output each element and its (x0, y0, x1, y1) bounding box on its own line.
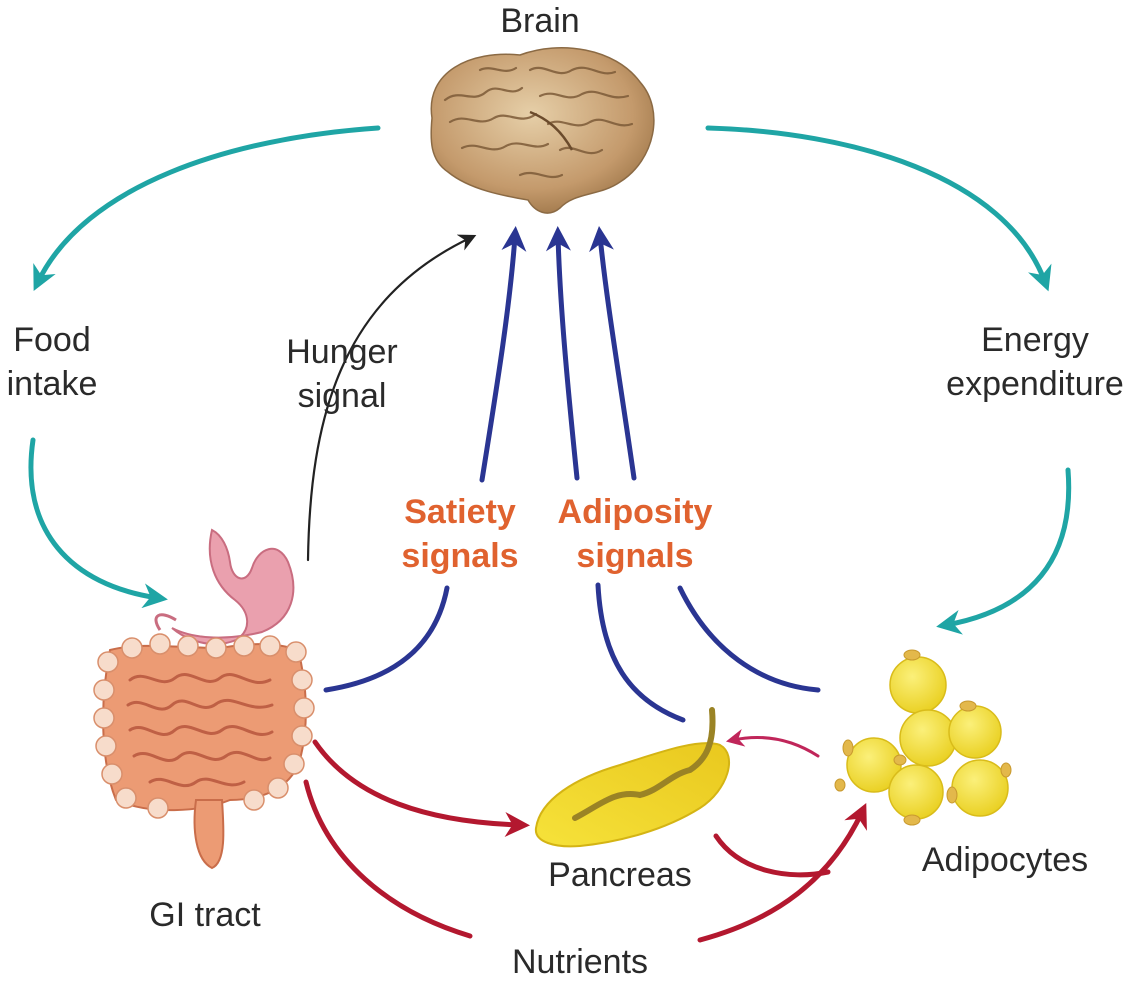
stomach-illustration (171, 528, 295, 645)
arrow-food-to-gi (28, 437, 168, 609)
hunger-signal-arrow (306, 234, 477, 562)
gi-tract-label: GI tract (149, 896, 261, 934)
adiposity-arrow-left-lower (595, 582, 686, 723)
pancreas-illustration (534, 707, 730, 848)
gi-tract-illustration (93, 528, 315, 870)
adiposity-arrow-right-upper (589, 226, 637, 481)
arrow-adipocytes-to-pancreas (725, 729, 820, 758)
satiety-signals-label: Satiety signals (380, 490, 540, 578)
satiety-line2: signals (401, 537, 519, 575)
brain-illustration (430, 47, 655, 214)
hunger-signal-label: Hunger signal (272, 330, 412, 418)
arrow-energy-to-adipocytes (936, 467, 1072, 635)
hunger-line2: signal (297, 377, 387, 415)
food-intake-line1: Food (13, 321, 91, 359)
arrow-brain-to-energy (705, 125, 1052, 292)
adiposity-line2: signals (576, 537, 694, 575)
food-intake-line2: intake (6, 365, 98, 403)
arrow-nutrients-to-adipocytes (697, 802, 867, 943)
teal-arrows (28, 125, 1072, 635)
satiety-arrow-upper (479, 226, 527, 483)
food-intake-label: Food intake (0, 318, 112, 406)
energy-line2: expenditure (946, 365, 1124, 403)
nutrients-label: Nutrients (511, 943, 649, 981)
adipocytes-label: Adipocytes (921, 841, 1089, 879)
blue-signal-arrows (323, 226, 821, 723)
pancreas-label: Pancreas (548, 856, 692, 894)
arrow-brain-to-food-intake (33, 125, 381, 291)
satiety-line1: Satiety (404, 493, 516, 531)
satiety-arrow-lower (323, 585, 450, 693)
energy-expenditure-label: Energy expenditure (935, 318, 1133, 406)
brain-label: Brain (500, 2, 580, 40)
energy-line1: Energy (981, 321, 1089, 359)
adiposity-signals-label: Adiposity signals (540, 490, 730, 578)
adiposity-arrow-right-lower (677, 585, 821, 693)
red-nutrient-arrows (303, 729, 867, 943)
adipocytes-illustration (834, 649, 1012, 826)
hunger-line1: Hunger (286, 333, 398, 371)
arrow-gi-to-pancreas (312, 739, 530, 837)
arrow-pancreas-to-adipocytes (713, 833, 831, 878)
arrow-gi-to-nutrients (303, 779, 473, 939)
adiposity-arrow-left-upper (545, 226, 580, 481)
adiposity-line1: Adiposity (557, 493, 713, 531)
